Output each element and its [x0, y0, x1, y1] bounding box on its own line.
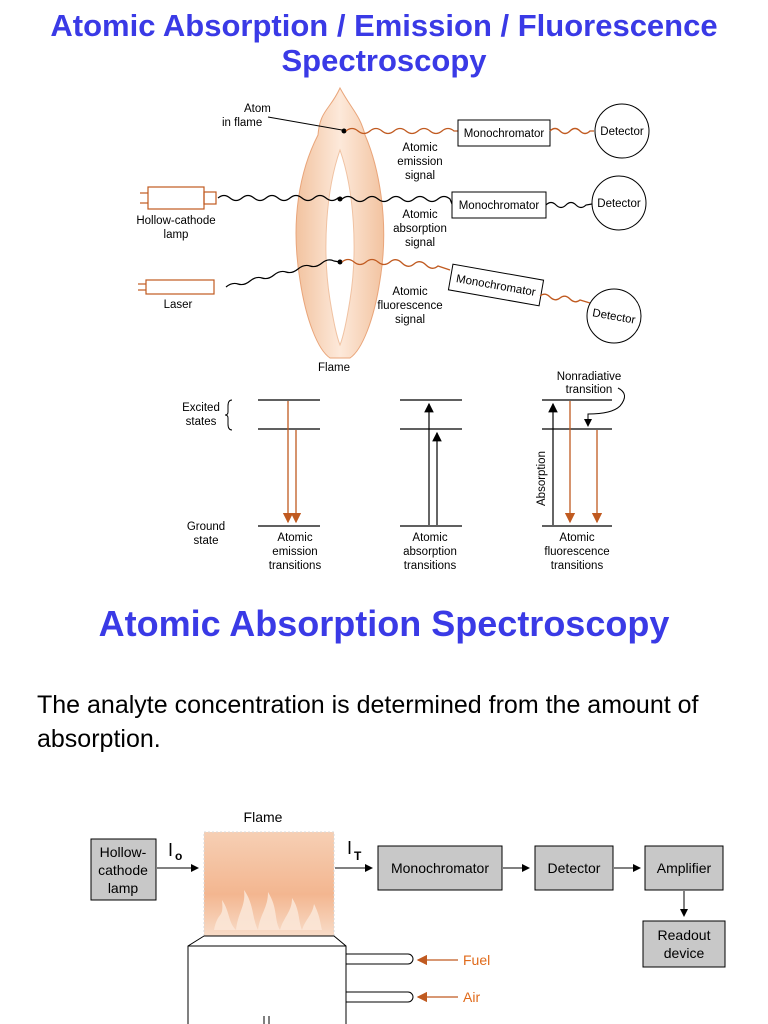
absorption-axis-label: Absorption — [536, 451, 548, 506]
fuel-tube — [346, 953, 414, 965]
monochromator-text: Monochromator — [391, 860, 489, 876]
absorption-wave-2 — [545, 201, 593, 209]
flame-wisps — [214, 890, 322, 930]
detector-2 — [591, 175, 647, 231]
emission-wave-2 — [549, 127, 594, 135]
readout-box — [642, 920, 726, 968]
fluorescence-signal-label-3: signal — [395, 314, 425, 326]
laser-icon — [138, 279, 215, 295]
excited-label-1: Excited — [182, 402, 220, 414]
flame-inner — [325, 148, 355, 347]
emission-caption-2: emission — [272, 546, 317, 558]
lamp-text-1: Hollow- — [100, 844, 147, 860]
it-subscript: T — [354, 849, 362, 863]
flame-label: Flame — [318, 362, 350, 374]
emission-wave — [345, 127, 458, 135]
readout-text-1: Readout — [658, 927, 711, 943]
detector-1-label: Detector — [600, 126, 644, 138]
lamp-box — [90, 838, 157, 901]
flame-block-label: Flame — [244, 809, 283, 825]
lamp-text-2: cathode — [98, 862, 148, 878]
ground-label-2: state — [194, 535, 219, 547]
absorption-caption-3: transitions — [404, 560, 457, 572]
fluorescence-caption-1: Atomic — [559, 532, 594, 544]
fluorescence-wave-2 — [539, 293, 591, 304]
atom-label-2: in flame — [222, 117, 262, 129]
atom-pointer-line — [267, 116, 343, 131]
ground-label-1: Ground — [187, 521, 225, 533]
hollow-cathode-lamp-icon — [140, 186, 217, 210]
absorption-wave-out — [341, 195, 453, 205]
nonrad-label-1: Nonradiative — [557, 371, 622, 383]
fluorescence-wave-in — [225, 259, 341, 288]
emission-caption-3: transitions — [269, 560, 322, 572]
detector-1 — [594, 103, 650, 159]
absorption-signal-label-1: Atomic — [402, 209, 437, 221]
hcl-label-1: Hollow-cathode — [136, 215, 215, 227]
detector-text: Detector — [548, 860, 601, 876]
absorption-signal-label-2: absorption — [393, 223, 447, 235]
lamp-text-3: lamp — [108, 880, 139, 896]
absorption-caption-2: absorption — [403, 546, 457, 558]
excited-brace — [224, 399, 233, 431]
page-title: Atomic Absorption / Emission / Fluoresce… — [0, 8, 768, 78]
emission-signal-label-2: emission — [397, 156, 442, 168]
amplifier-text: Amplifier — [657, 860, 712, 876]
fluorescence-caption-2: fluorescence — [544, 546, 609, 558]
monochromator-3: Monochromator — [447, 263, 545, 307]
monochromator-box — [377, 845, 503, 891]
monochromator-2 — [451, 191, 547, 219]
nonradiative-arrow — [584, 387, 625, 427]
air-label: Air — [463, 989, 480, 1005]
emission-caption-1: Atomic — [277, 532, 312, 544]
body-text: The analyte concentration is determined … — [37, 691, 699, 753]
detector-3 — [586, 288, 642, 344]
burner-body — [187, 935, 347, 1024]
emission-signal-label-1: Atomic — [402, 142, 437, 154]
fluorescence-wave-out — [341, 258, 451, 271]
section-title: Atomic Absorption Spectroscopy — [98, 603, 670, 644]
detector-box — [534, 845, 614, 891]
i0-subscript: o — [175, 849, 182, 863]
amplifier-box — [644, 845, 724, 891]
aas-block-diagram: Flame Hollow- cathode lamp I o I T Monoc… — [90, 809, 726, 1024]
title-line-1: Atomic Absorption / Emission / Fluoresce… — [50, 8, 718, 43]
monochromator-1 — [457, 119, 551, 147]
excited-label-2: states — [186, 416, 217, 428]
i0-label: I — [168, 840, 173, 860]
detector-2-label: Detector — [597, 198, 641, 210]
hcl-label-2: lamp — [164, 229, 189, 241]
spectroscopy-setup-diagram: Atom in flame Monochromator Detector Ato… — [136, 86, 650, 374]
absorption-wave-in — [217, 194, 341, 202]
fluorescence-signal-label-2: fluorescence — [377, 300, 442, 312]
atom-dot-1 — [341, 128, 347, 134]
readout-text-2: device — [664, 945, 705, 961]
nonrad-label-2: transition — [566, 384, 613, 396]
air-tube — [346, 991, 414, 1003]
fluorescence-caption-3: transitions — [551, 560, 604, 572]
title-line-2: Spectroscopy — [281, 43, 487, 78]
absorption-caption-1: Atomic — [412, 532, 447, 544]
atom-label-1: Atom — [244, 103, 271, 115]
monochromator-2-label: Monochromator — [459, 200, 540, 212]
absorption-signal-label-3: signal — [405, 237, 435, 249]
fuel-label: Fuel — [463, 952, 490, 968]
it-label: I — [347, 838, 352, 858]
energy-level-diagram: Excited states Ground state Atomic emiss… — [182, 371, 625, 572]
emission-signal-label-3: signal — [405, 170, 435, 182]
fluorescence-signal-label-1: Atomic — [392, 286, 427, 298]
laser-label: Laser — [164, 299, 193, 311]
monochromator-1-label: Monochromator — [464, 128, 545, 140]
